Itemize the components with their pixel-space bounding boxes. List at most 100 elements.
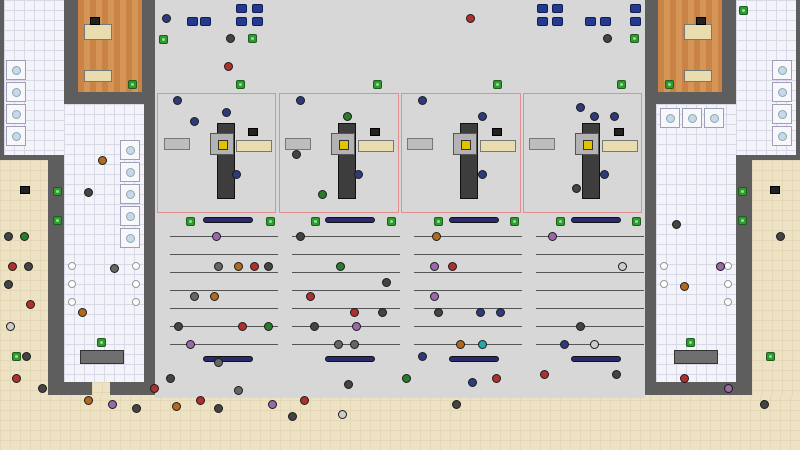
person-icon[interactable]: [350, 340, 359, 349]
person-icon[interactable]: [8, 262, 17, 271]
person-icon[interactable]: [452, 400, 461, 409]
person-icon[interactable]: [12, 374, 21, 383]
seat-icon[interactable]: [236, 4, 247, 13]
person-icon[interactable]: [456, 340, 465, 349]
security-lane-4[interactable]: [523, 93, 642, 213]
person-icon[interactable]: [196, 396, 205, 405]
person-icon[interactable]: [288, 412, 297, 421]
person-icon[interactable]: [680, 374, 689, 383]
body-scanner-icon[interactable]: [331, 133, 355, 155]
person-icon[interactable]: [576, 322, 585, 331]
person-icon[interactable]: [20, 232, 29, 241]
person-icon[interactable]: [492, 374, 501, 383]
person-icon[interactable]: [214, 262, 223, 271]
person-icon[interactable]: [174, 322, 183, 331]
seat-icon[interactable]: [600, 17, 611, 26]
person-icon[interactable]: [680, 282, 689, 291]
person-icon[interactable]: [776, 232, 785, 241]
person-icon[interactable]: [24, 262, 33, 271]
seat-icon[interactable]: [552, 17, 563, 26]
person-icon[interactable]: [166, 374, 175, 383]
seat-icon[interactable]: [236, 17, 247, 26]
person-icon[interactable]: [84, 396, 93, 405]
person-icon[interactable]: [382, 278, 391, 287]
person-icon[interactable]: [264, 262, 273, 271]
person-icon[interactable]: [38, 384, 47, 393]
seat-icon[interactable]: [252, 17, 263, 26]
seat-icon[interactable]: [200, 17, 211, 26]
person-icon[interactable]: [110, 264, 119, 273]
person-icon[interactable]: [22, 352, 31, 361]
person-icon[interactable]: [590, 340, 599, 349]
person-icon[interactable]: [78, 308, 87, 317]
person-icon[interactable]: [214, 404, 223, 413]
person-icon[interactable]: [418, 352, 427, 361]
person-icon[interactable]: [576, 103, 585, 112]
person-icon[interactable]: [338, 410, 347, 419]
person-icon[interactable]: [466, 14, 475, 23]
person-icon[interactable]: [212, 232, 221, 241]
person-icon[interactable]: [354, 170, 363, 179]
person-icon[interactable]: [378, 308, 387, 317]
seat-icon[interactable]: [537, 4, 548, 13]
person-icon[interactable]: [430, 292, 439, 301]
person-icon[interactable]: [716, 262, 725, 271]
person-icon[interactable]: [306, 292, 315, 301]
person-icon[interactable]: [98, 156, 107, 165]
person-icon[interactable]: [336, 262, 345, 271]
person-icon[interactable]: [572, 184, 581, 193]
person-icon[interactable]: [210, 292, 219, 301]
person-icon[interactable]: [268, 400, 277, 409]
body-scanner-icon[interactable]: [210, 133, 234, 155]
person-icon[interactable]: [418, 96, 427, 105]
person-icon[interactable]: [222, 108, 231, 117]
person-icon[interactable]: [432, 232, 441, 241]
person-icon[interactable]: [214, 358, 223, 367]
person-icon[interactable]: [478, 170, 487, 179]
person-icon[interactable]: [760, 400, 769, 409]
person-icon[interactable]: [612, 370, 621, 379]
person-icon[interactable]: [590, 112, 599, 121]
person-icon[interactable]: [6, 322, 15, 331]
person-icon[interactable]: [296, 232, 305, 241]
person-icon[interactable]: [162, 14, 171, 23]
person-icon[interactable]: [352, 322, 361, 331]
person-icon[interactable]: [186, 340, 195, 349]
person-icon[interactable]: [434, 308, 443, 317]
person-icon[interactable]: [618, 262, 627, 271]
person-icon[interactable]: [350, 308, 359, 317]
person-icon[interactable]: [264, 322, 273, 331]
person-icon[interactable]: [560, 340, 569, 349]
person-icon[interactable]: [603, 34, 612, 43]
person-icon[interactable]: [4, 232, 13, 241]
person-icon[interactable]: [238, 322, 247, 331]
person-icon[interactable]: [232, 170, 241, 179]
seat-icon[interactable]: [585, 17, 596, 26]
seat-icon[interactable]: [537, 17, 548, 26]
person-icon[interactable]: [292, 150, 301, 159]
person-icon[interactable]: [300, 396, 309, 405]
person-icon[interactable]: [343, 112, 352, 121]
person-icon[interactable]: [296, 96, 305, 105]
person-icon[interactable]: [190, 117, 199, 126]
body-scanner-icon[interactable]: [453, 133, 477, 155]
person-icon[interactable]: [478, 340, 487, 349]
person-icon[interactable]: [132, 404, 141, 413]
seat-icon[interactable]: [552, 4, 563, 13]
person-icon[interactable]: [318, 190, 327, 199]
person-icon[interactable]: [448, 262, 457, 271]
person-icon[interactable]: [173, 96, 182, 105]
person-icon[interactable]: [478, 112, 487, 121]
person-icon[interactable]: [224, 62, 233, 71]
person-icon[interactable]: [430, 262, 439, 271]
body-scanner-icon[interactable]: [575, 133, 599, 155]
person-icon[interactable]: [234, 386, 243, 395]
person-icon[interactable]: [250, 262, 259, 271]
person-icon[interactable]: [84, 188, 93, 197]
person-icon[interactable]: [724, 384, 733, 393]
security-lane-2[interactable]: [279, 93, 399, 213]
seat-icon[interactable]: [252, 4, 263, 13]
person-icon[interactable]: [310, 322, 319, 331]
person-icon[interactable]: [540, 370, 549, 379]
person-icon[interactable]: [496, 308, 505, 317]
